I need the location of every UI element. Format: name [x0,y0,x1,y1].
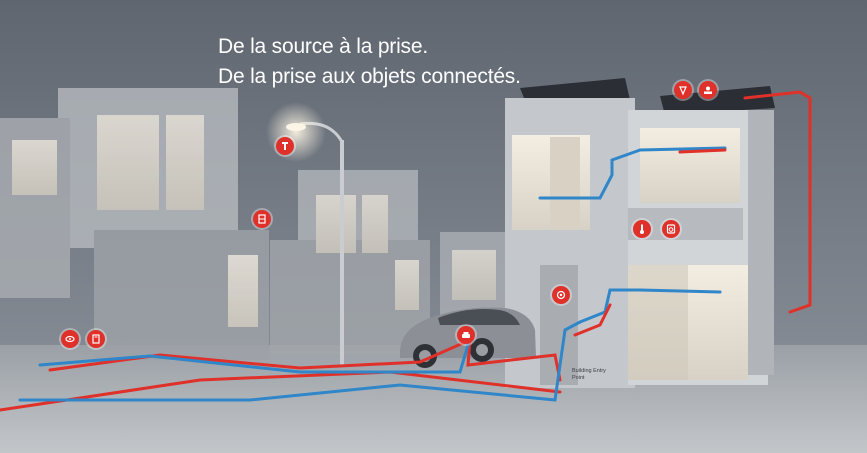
streetlight-icon[interactable] [276,137,294,155]
red-cable-solar [743,90,812,314]
background-house-left [0,88,269,360]
thermostat-icon[interactable] [633,220,651,238]
red-cable-house [573,303,612,337]
building-entry-label-line-1: Building Entry [572,368,606,374]
buried-cable-icon[interactable] [61,330,79,348]
solar-panel-icon[interactable] [699,81,717,99]
building-entry-label-line-2: Point [572,375,585,381]
ev-charger-icon[interactable] [457,326,475,344]
appliance-icon[interactable] [662,220,680,238]
blue-cable-lower [18,320,582,402]
network-cabinet-icon[interactable] [253,210,271,228]
building-entry-label: Building Entry Point [572,368,606,382]
red-cable-lower [0,370,562,412]
doorbell-icon[interactable] [552,286,570,304]
power-cables [0,90,812,412]
headline-line-1: De la source à la prise. [218,35,428,58]
blue-cable-house [578,288,722,324]
blue-cable-ground [38,336,472,374]
red-cable-upper [678,148,727,154]
red-cable-ground [48,337,562,382]
headline-line-2: De la prise aux objets connectés. [218,65,521,88]
solar-inverter-icon[interactable] [674,81,692,99]
street-cabinet-icon[interactable] [87,330,105,348]
blue-cable-upper [538,146,727,200]
background-house-middle [270,170,430,355]
